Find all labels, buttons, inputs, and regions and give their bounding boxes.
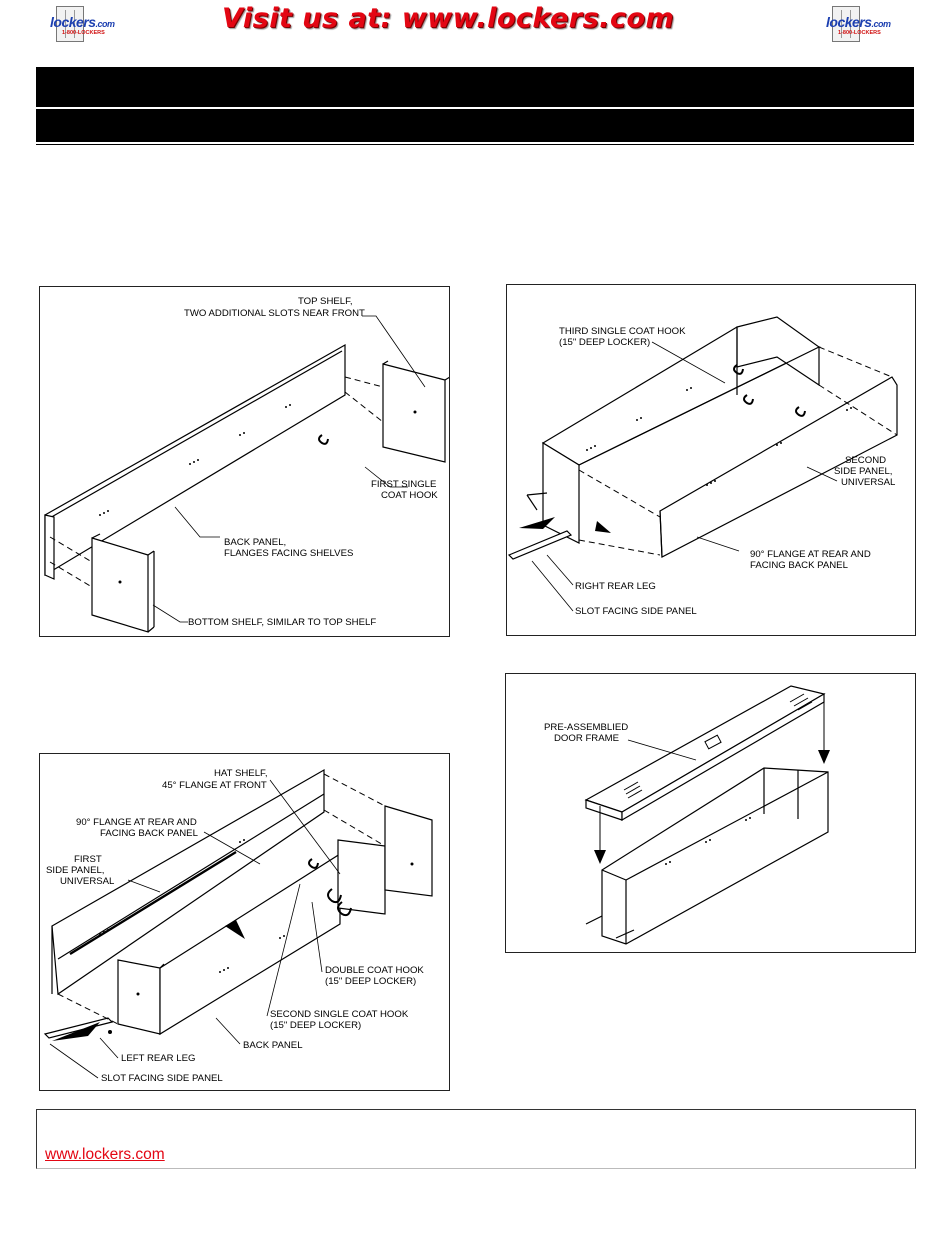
label-back-1: BACK PANEL, [224, 537, 286, 548]
footer-website-link[interactable]: www.lockers.com [45, 1146, 165, 1163]
label-flange-1: 90° FLANGE AT REAR AND [750, 549, 871, 560]
coat-hook-icon [733, 364, 744, 375]
label-second-hook-1: SECOND SINGLE COAT HOOK [270, 1009, 409, 1020]
label-back-2: FLANGES FACING SHELVES [224, 548, 353, 559]
label-flange-2: FACING BACK PANEL [750, 560, 849, 571]
label-left-rear-leg: LEFT REAR LEG [121, 1053, 195, 1064]
coat-hook-icon [743, 394, 754, 405]
label-hat-shelf-1: HAT SHELF, [214, 768, 268, 779]
label-slot: SLOT FACING SIDE PANEL [101, 1073, 223, 1084]
lockers-logo-right[interactable]: lockers.com 1-800-LOCKERS [826, 4, 896, 42]
lockers-logo-left[interactable]: lockers.com 1-800-LOCKERS [50, 4, 120, 42]
label-side1-1: FIRST [74, 854, 102, 865]
banner-headline: Visit us at: www.lockers.com [222, 3, 675, 34]
logo-wordmark: lockers.com [826, 14, 891, 30]
label-double-hook-2: (15" DEEP LOCKER) [325, 976, 416, 987]
label-hook-2: COAT HOOK [381, 490, 438, 501]
coat-hook-icon [308, 858, 319, 869]
logo-phone: 1-800-LOCKERS [62, 30, 105, 36]
label-right-rear-leg: RIGHT REAR LEG [575, 581, 656, 592]
double-coat-hook-icon [327, 888, 342, 904]
label-side2-2: SIDE PANEL, [834, 466, 892, 477]
figure-back-panel-shelves: TOP SHELF, TWO ADDITIONAL SLOTS NEAR FRO… [39, 286, 450, 637]
label-flange-2: FACING BACK PANEL [100, 828, 199, 839]
header-divider [36, 144, 914, 145]
label-hook-1: FIRST SINGLE [371, 479, 436, 490]
label-second-hook-2: (15" DEEP LOCKER) [270, 1020, 361, 1031]
label-side2-3: UNIVERSAL [841, 477, 896, 488]
label-side1-2: SIDE PANEL, [46, 865, 104, 876]
drawing-door-frame: PRE-ASSEMBLIED DOOR FRAME [544, 685, 830, 945]
drawing-first-side-panel: HAT SHELF, 45° FLANGE AT FRONT 90° FLANG… [43, 768, 433, 1084]
title-bar [36, 67, 914, 107]
figure-first-side-panel: HAT SHELF, 45° FLANGE AT FRONT 90° FLANG… [39, 753, 450, 1091]
label-hat-shelf-2: 45° FLANGE AT FRONT [162, 780, 267, 791]
label-third-hook-2: (15" DEEP LOCKER) [559, 337, 650, 348]
label-frame-2: DOOR FRAME [554, 733, 619, 744]
label-flange-1: 90° FLANGE AT REAR AND [76, 817, 197, 828]
logo-phone: 1-800-LOCKERS [838, 30, 881, 36]
subtitle-bar [36, 109, 914, 142]
coat-hook-icon [318, 434, 329, 445]
label-side1-3: UNIVERSAL [60, 876, 115, 887]
drawing-back-panel: TOP SHELF, TWO ADDITIONAL SLOTS NEAR FRO… [44, 296, 449, 633]
locker-cabinet-icon [56, 6, 84, 42]
label-top-shelf-1: TOP SHELF, [298, 296, 353, 307]
label-bottom-shelf: BOTTOM SHELF, SIMILAR TO TOP SHELF [188, 617, 376, 628]
label-frame-1: PRE-ASSEMBLIED [544, 722, 628, 733]
figure-second-side-panel: THIRD SINGLE COAT HOOK (15" DEEP LOCKER)… [506, 284, 916, 636]
coat-hook-icon [795, 406, 806, 417]
label-top-shelf-2: TWO ADDITIONAL SLOTS NEAR FRONT [184, 308, 365, 319]
label-side2-1: SECOND [845, 455, 886, 466]
drawing-second-side-panel: THIRD SINGLE COAT HOOK (15" DEEP LOCKER)… [507, 316, 898, 617]
figure-door-frame: PRE-ASSEMBLIED DOOR FRAME [505, 673, 916, 953]
label-double-hook-1: DOUBLE COAT HOOK [325, 965, 424, 976]
footer-box: www.lockers.com [36, 1109, 916, 1169]
label-third-hook-1: THIRD SINGLE COAT HOOK [559, 326, 686, 337]
logo-wordmark: lockers.com [50, 14, 115, 30]
label-slot: SLOT FACING SIDE PANEL [575, 606, 697, 617]
locker-cabinet-icon [832, 6, 860, 42]
double-coat-hook-icon [337, 901, 352, 917]
label-back-panel: BACK PANEL [243, 1040, 303, 1051]
